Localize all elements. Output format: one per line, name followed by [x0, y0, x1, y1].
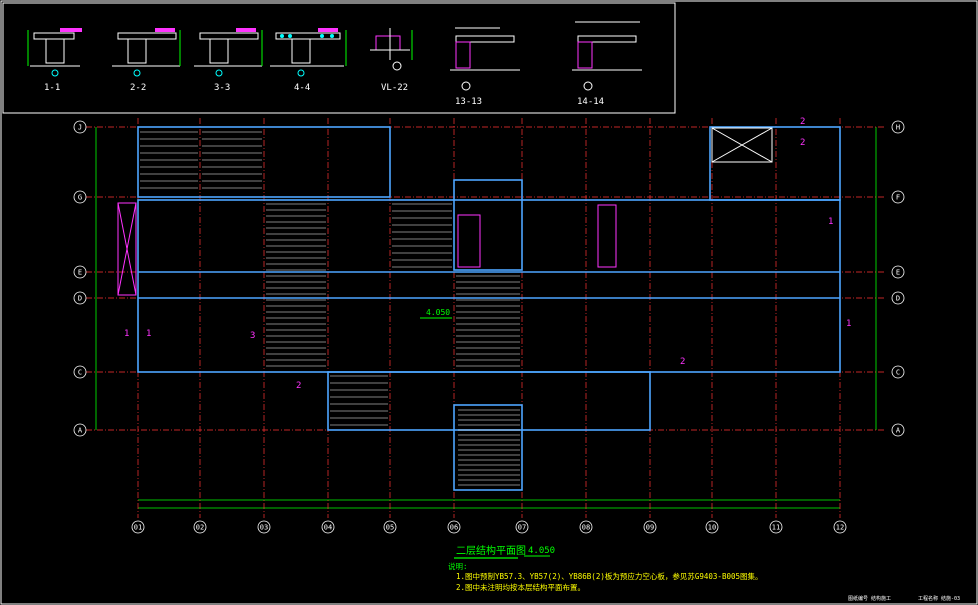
- axis-label: 01: [134, 524, 142, 532]
- axis-bubble: 10: [705, 520, 719, 534]
- row-axis-bubbles-right: H F E D C A: [891, 120, 905, 437]
- axis-bubble: E: [891, 265, 905, 279]
- section-label: 13-13: [455, 97, 482, 107]
- row-axis-bubbles-left: J G E D C A: [73, 120, 87, 437]
- cut-mark: 2: [296, 381, 301, 391]
- section-2-2: 2-2: [112, 28, 181, 93]
- axis-label: 05: [386, 524, 394, 532]
- axis-bubble: 09: [643, 520, 657, 534]
- axis-label: 07: [518, 524, 526, 532]
- section-14-14: 14-14: [572, 21, 642, 107]
- cut-mark: 1: [828, 217, 833, 227]
- axis-bubble: A: [891, 423, 905, 437]
- plan-title: 二层结构平面图: [456, 544, 526, 557]
- section-label: 1-1: [44, 83, 60, 93]
- axis-bubble: D: [73, 291, 87, 305]
- title-block-left: 图纸编号 结构施工: [848, 595, 891, 602]
- plan-elevation: 4.050: [528, 546, 555, 556]
- axis-label: 06: [450, 524, 458, 532]
- axis-label: C: [78, 369, 82, 377]
- cut-mark: 2: [680, 357, 685, 367]
- axis-bubble: C: [73, 365, 87, 379]
- section-label: 3-3: [214, 83, 230, 93]
- axis-label: 09: [646, 524, 654, 532]
- level-mark: 4.050: [420, 308, 452, 319]
- cut-mark: 2: [800, 117, 805, 127]
- axis-label: J: [78, 124, 82, 132]
- section-details-panel: [2, 2, 676, 114]
- axis-bubble: 12: [833, 520, 847, 534]
- axis-bubble: J: [73, 120, 87, 134]
- axis-label: A: [896, 427, 901, 435]
- axis-bubble: 07: [515, 520, 529, 534]
- section-label: 14-14: [577, 97, 604, 107]
- opening-marks: [117, 127, 773, 296]
- section-label: 4-4: [294, 83, 310, 93]
- axis-label: 02: [196, 524, 204, 532]
- section-3-3: 3-3: [194, 28, 263, 93]
- axis-bubble: D: [891, 291, 905, 305]
- axis-bubble: 11: [769, 520, 783, 534]
- horizontal-grid-lines: [86, 126, 886, 431]
- axis-bubble: 02: [193, 520, 207, 534]
- axis-label: D: [78, 295, 82, 303]
- section-13-13: 13-13: [450, 27, 520, 107]
- axis-bubble: 05: [383, 520, 397, 534]
- axis-label: A: [78, 427, 83, 435]
- axis-label: 03: [260, 524, 268, 532]
- level-mark-value: 4.050: [426, 308, 450, 317]
- notes-heading: 说明:: [448, 561, 468, 571]
- axis-bubble: C: [891, 365, 905, 379]
- axis-label: E: [78, 269, 82, 277]
- note-item: 2.图中未注明均按本层结构平面布置。: [456, 582, 585, 592]
- cut-mark: 1: [146, 329, 151, 339]
- section-details: 1-1 2-2 3-3: [27, 21, 642, 107]
- axis-label: F: [896, 194, 900, 202]
- axis-label: 11: [772, 524, 780, 532]
- axis-bubble: E: [73, 265, 87, 279]
- axis-label: G: [78, 194, 82, 202]
- cut-mark: 2: [800, 138, 805, 148]
- axis-label: H: [896, 124, 900, 132]
- beam-layout: [137, 126, 841, 491]
- axis-bubble: 03: [257, 520, 271, 534]
- column-axis-bubbles: 01 02 03 04 05 06 07 08 09 10 11 12: [131, 520, 847, 534]
- title-block: 图纸编号 结构施工 工程名称 结施-03: [848, 595, 960, 602]
- axis-bubble: H: [891, 120, 905, 134]
- section-1-1: 1-1: [27, 28, 82, 93]
- axis-label: D: [896, 295, 900, 303]
- axis-bubble: 08: [579, 520, 593, 534]
- section-4-4: 4-4: [270, 28, 347, 93]
- cut-mark: 1: [846, 319, 851, 329]
- dimension-lines: [95, 127, 877, 509]
- section-label: VL-22: [381, 83, 408, 93]
- section-label: 2-2: [130, 83, 146, 93]
- axis-bubble: G: [73, 190, 87, 204]
- note-item: 1.图中预制YB57.3、YB57(2)、YB86B(2)板为预应力空心板，参见…: [456, 571, 763, 581]
- axis-label: 08: [582, 524, 590, 532]
- axis-label: E: [896, 269, 900, 277]
- section-vl-22: VL-22: [370, 28, 413, 93]
- section-cut-marks: 1 1 1 1 2 2 2 2 3: [124, 117, 851, 391]
- axis-label: C: [896, 369, 900, 377]
- axis-bubble: 04: [321, 520, 335, 534]
- axis-bubble: F: [891, 190, 905, 204]
- title-block-right: 工程名称 结施-03: [918, 595, 960, 602]
- axis-label: 04: [324, 524, 332, 532]
- axis-label: 12: [836, 524, 844, 532]
- axis-label: 10: [708, 524, 716, 532]
- cut-mark: 3: [250, 331, 255, 341]
- axis-bubble: A: [73, 423, 87, 437]
- slab-hatch: [140, 131, 520, 486]
- axis-bubble: 06: [447, 520, 461, 534]
- plan-title-block: 二层结构平面图 4.050: [454, 544, 555, 559]
- axis-bubble: 01: [131, 520, 145, 534]
- general-notes: 说明: 1.图中预制YB57.3、YB57(2)、YB86B(2)板为预应力空心…: [448, 561, 763, 592]
- cut-mark: 1: [124, 329, 129, 339]
